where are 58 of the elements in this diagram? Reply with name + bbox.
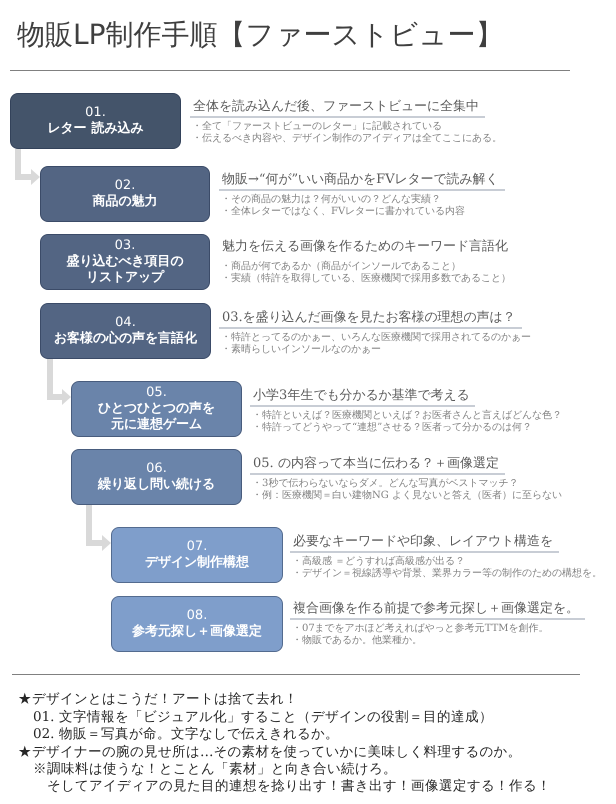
step-number: 01. [85,105,106,121]
step-title: 繰り返し問い続ける [98,477,215,493]
note-text: ※調味料は使うな！とことん「素材」と向き合い続けろ。 [33,761,397,778]
step-box [40,166,210,222]
step-title: 盛り込むべき項目のリストアップ [66,254,184,286]
step-note: ・07までをアホほど考えればやっと参考元TTMを創作。 [292,623,548,634]
step-number: 07. [186,539,208,555]
step-note: ・特許ってどうやって“連想”させる？医者って分かるのは何？ [252,422,532,434]
flow-arrow [47,359,71,405]
step-heading: 必要なキーワードや印象、レイアウト構造を [290,533,559,553]
step-note: ・その商品の魅力は？何がいいの？どんな実績？ [221,194,441,206]
step-note: ・物販であるか。他業種か。 [292,635,422,647]
step-title: レター 読み込み [48,121,144,137]
step-note: ・伝えるべき内容や、デザイン制作のアイディアは全てここにある。 [192,133,502,145]
note-text: ★デザインとはこうだ！アートは捨て去れ！ [18,691,298,708]
step-note: ・例：医療機関＝白い建物NG よく見ないと答え（医者）に至らない [252,490,562,502]
step-box [40,234,210,290]
step-number: 06. [146,461,167,477]
step-note: ・デザイン＝視線誘導や背景、業界カラー等の制作のための構想を。 [292,568,602,580]
step-heading: 03.を盛り込んだ画像を見たお客様の理想の声は？ [219,309,522,329]
step-heading: 小学3年生でも分かるか基準で考える [250,387,476,407]
step-note: ・高級感 ＝どうすれば高級感が出る？ [292,556,466,568]
step-number: 08. [186,608,208,624]
step-title: ひとつひとつの声を元に連想ゲーム [97,401,216,433]
step-note: ・特許といえば？医療機関といえば？お医者さんと言えばどんな色？ [252,410,562,422]
step-note: ・素晴らしいインソールなのかぁー [221,344,381,356]
flow-arrow [15,149,40,185]
step-note: ・全体レターではなく、FVレターに書かれている内容 [221,206,466,218]
step-title: 商品の魅力 [92,194,158,210]
step-note: ・実績（特許を取得している、医療機関で採用多数であること） [221,273,511,285]
flow-arrow [86,505,111,551]
step-box [111,596,283,652]
step-number: 03. [114,238,136,254]
note-text: ★デザイナーの腕の見せ所は…その素材を使っていかに美味しく料理するのか。 [18,744,522,761]
step-box [71,449,242,505]
step-number: 05. [146,385,167,401]
step-heading: 05. の内容って本当に伝わる？＋画像選定 [250,455,505,475]
step-box [71,381,242,437]
step-heading: 全体を読み込んだ後、ファーストビューに全集中 [190,98,485,118]
step-note: ・全て「ファーストビューのレター」に記載されている [192,121,442,132]
note-text: 02. 物販＝写真が命。文字なしで伝えきれるか。 [33,726,339,743]
step-number: 02. [114,178,136,194]
step-heading: 複合画像を作る前提で参考元探し＋画像選定を。 [290,600,585,620]
step-title: 参考元探し＋画像選定 [132,624,262,640]
page-title: 物販LP制作手順【ファーストビュー】 [17,19,504,51]
step-title: お客様の心の声を言語化 [54,331,197,347]
step-note: ・3秒で伝わらないならダメ。どんな写真がベストマッチ？ [252,478,518,490]
step-box [10,93,181,149]
step-box [111,527,283,583]
step-note: ・特許とってるのかぁー、いろんな医療機関で採用されてるのかぁー [221,332,531,344]
note-text: そしてアイディアの見た目的連想を捻り出す！書き出す！画像選定する！作る！ [47,778,551,795]
note-text: 01. 文字情報を「ビジュアル化」すること（デザインの役割＝目的達成） [33,709,493,726]
step-box [40,303,211,359]
step-heading: 魅力を伝える画像を作るためのキーワード言語化 [221,238,509,256]
step-title: デザイン制作構想 [145,555,249,571]
step-note: ・商品が何であるか（商品がインソールであること） [221,261,461,272]
step-number: 04. [115,315,136,330]
step-heading: 物販→“何が”いい商品かをFVレターで読み解く [219,171,505,191]
